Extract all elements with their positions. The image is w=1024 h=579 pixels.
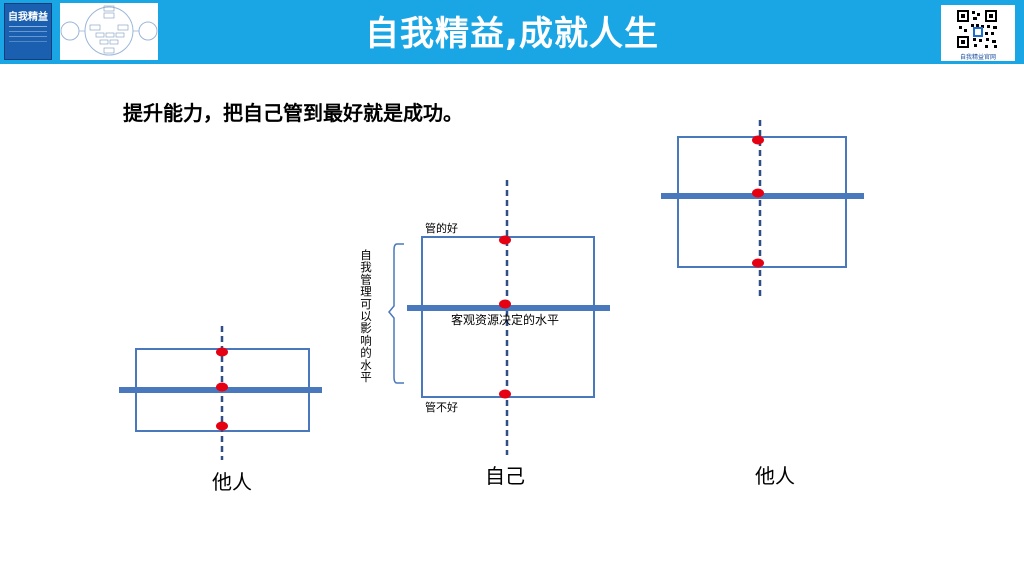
qr-code-icon: 自我精益官网 [941,5,1015,61]
subtitle: 提升能力，把自己管到最好就是成功。 [123,101,463,125]
left-top-dot [216,347,228,357]
center-mid-dot [499,299,511,309]
left-bottom-dot [216,421,228,431]
left-mid-dot [216,382,228,392]
bracket-label-char: 影 [360,321,372,335]
book-cover-icon: 自我精益 [4,3,52,60]
right-box [677,136,847,268]
bracket-label-char: 水 [360,358,372,372]
left-label: 他人 [212,470,252,494]
bracket-label-char: 以 [360,309,372,323]
qr-caption: 自我精益官网 [959,54,996,61]
right-top-dot [752,135,764,145]
book-title: 自我精益 [8,12,48,23]
bracket-label-char: 响 [360,333,372,347]
bracket-label-char: 平 [360,370,372,384]
center-top-dot [499,235,511,245]
bracket-label-char: 自 [360,248,372,262]
center-bottom-label: 管不好 [425,400,458,414]
bracket-label-char: 的 [360,346,372,360]
center-label: 自己 [485,464,525,488]
center-bottom-dot [499,389,511,399]
bracket-label-char: 我 [360,260,372,274]
bracket-label-char: 可 [360,297,372,311]
right-mid-dot [752,188,764,198]
bracket-label-char: 理 [360,285,372,299]
right-bottom-dot [752,258,764,268]
center-top-label: 管的好 [425,221,458,235]
right-label: 他人 [755,464,795,488]
mind-map-icon [60,3,158,60]
bracket-label-char: 管 [360,272,372,286]
page-title: 自我精益,成就人生 [365,14,659,54]
header-bar: 自我精益 自我精益,成就人生 [0,0,1024,64]
center-bracket [388,243,404,384]
center-line-label: 客观资源决定的水平 [451,312,559,327]
